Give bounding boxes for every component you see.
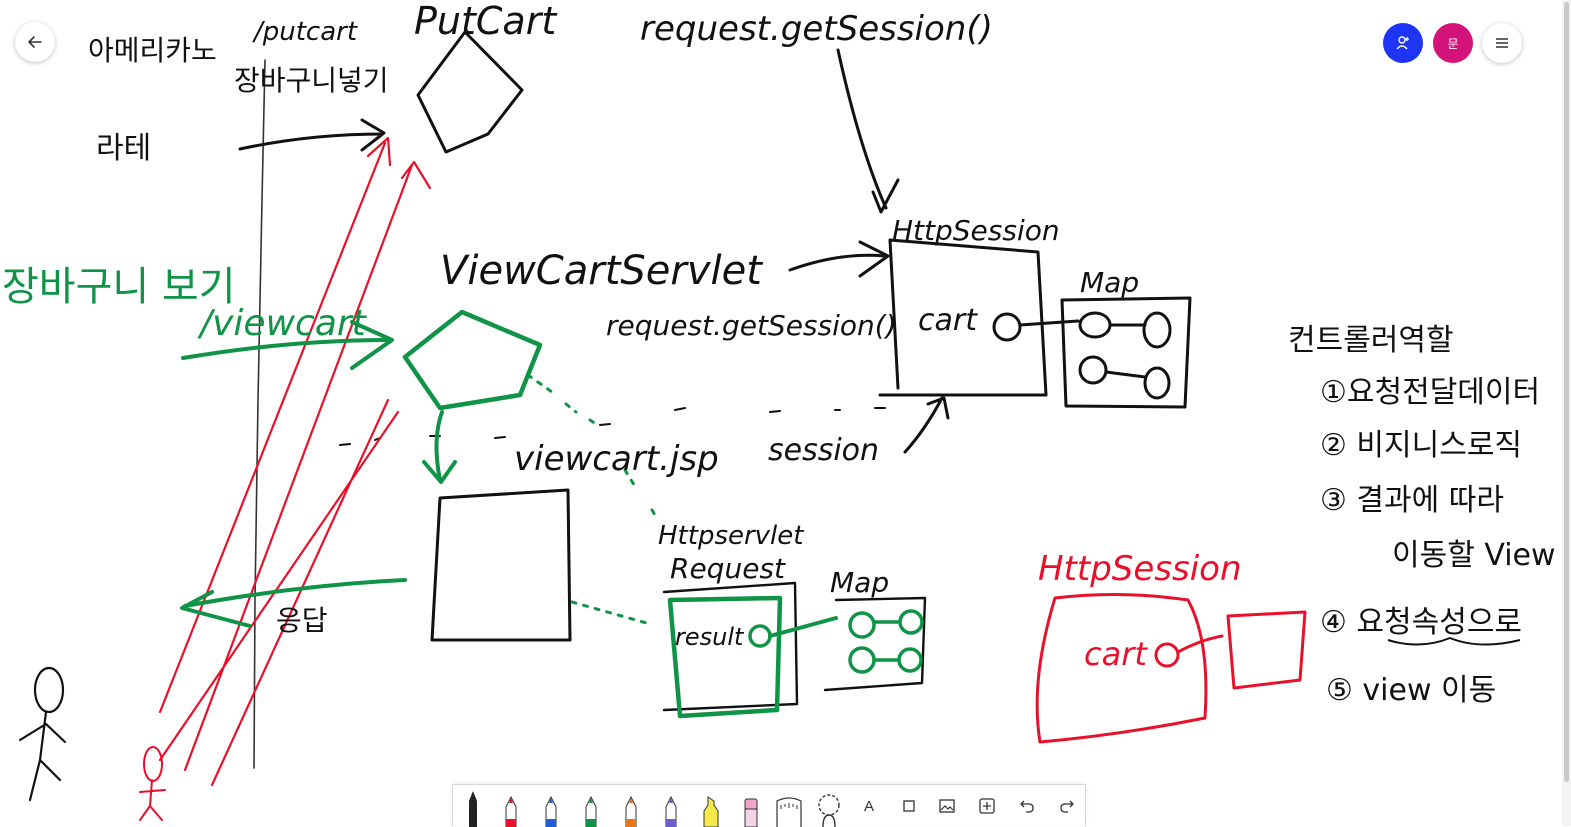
eraser-tool[interactable] [733, 785, 769, 827]
undo-tool[interactable] [1009, 785, 1045, 827]
pen-purple-tool[interactable] [653, 785, 689, 827]
label-viewcart-jsp: viewcart.jsp [514, 439, 719, 479]
result-box [667, 595, 783, 719]
request-arrow-red-1 [158, 136, 392, 714]
map-box-bottom [823, 596, 927, 692]
label-latte: 라테 [96, 131, 151, 166]
label-getsession-mid: request.getSession() [606, 309, 897, 342]
user-stick-figure-black [18, 666, 67, 802]
highlighter-tool[interactable] [693, 785, 729, 827]
hamburger-menu-icon [1496, 38, 1508, 48]
label-view-cart: 장바구니 보기 [2, 264, 236, 310]
text-icon: A [863, 797, 874, 815]
pen-icon [545, 795, 557, 827]
ruler-tool[interactable] [771, 785, 807, 827]
getsession-arrow-top [836, 48, 900, 214]
label-session: session [768, 433, 879, 468]
putcart-servlet-shape [416, 30, 524, 154]
request-arrow-red-3 [210, 398, 390, 787]
highlighter-icon [703, 796, 719, 827]
label-getsession-top: request.getSession() [640, 9, 993, 49]
label-ice-americano: 아메리카노 [88, 34, 217, 67]
timeline-line [253, 59, 266, 769]
green-dotted-link-1 [526, 373, 660, 522]
viewcart-arrow [181, 320, 394, 370]
add-icon [979, 798, 995, 814]
redo-icon [1060, 800, 1074, 813]
label-viewcart: /viewcart [197, 303, 368, 344]
image-tool[interactable] [929, 785, 965, 827]
pen-black-tool[interactable] [455, 785, 491, 827]
latte-arrow [238, 118, 386, 152]
shape-tool[interactable] [891, 785, 927, 827]
label-result: result [675, 623, 745, 651]
jsp-page-box [430, 488, 572, 642]
green-dotted-link-2 [570, 600, 652, 626]
text-tool[interactable]: A [851, 785, 887, 827]
session-arrow [903, 396, 950, 454]
viewcart-servlet-shape [402, 309, 543, 411]
label-viewcart-servlet: ViewCartServlet [440, 248, 763, 294]
pen-green-tool[interactable] [573, 785, 609, 827]
controller-role-1: ①요청전달데이터 [1320, 375, 1540, 410]
redo-tool[interactable] [1049, 785, 1085, 827]
pen-orange-tool[interactable] [613, 785, 649, 827]
forward-arrow [422, 410, 457, 484]
image-icon [939, 799, 955, 813]
undo-icon [1020, 800, 1034, 813]
controller-role-3b: 이동할 View [1392, 538, 1556, 573]
red-httpsession-box [1035, 592, 1208, 744]
lasso-tool[interactable] [811, 785, 847, 827]
controller-roles-title: 컨트롤러역할 [1288, 323, 1454, 358]
add-user-icon [1396, 36, 1409, 50]
request-arrow-red-4 [158, 410, 400, 762]
controller-role-4: ④ 요청속성으로 [1320, 605, 1522, 640]
pen-icon [469, 791, 477, 827]
eraser-icon [744, 798, 758, 827]
request-box-back [662, 581, 799, 712]
menu-button[interactable] [1482, 23, 1522, 63]
lasso-icon [818, 794, 840, 827]
pen-icon [625, 795, 637, 827]
label-response: 응답 [276, 604, 328, 637]
scrollbar-thumb[interactable] [1564, 2, 1569, 782]
back-button[interactable] [15, 22, 55, 62]
red-small-box [1226, 610, 1307, 690]
controller-role-5: ⑤ view 이동 [1326, 673, 1496, 708]
label-map-top: Map [1080, 266, 1139, 299]
response-arrow [180, 578, 407, 628]
pen-icon [585, 795, 597, 827]
label-add-to-cart: 장바구니넣기 [234, 64, 389, 97]
label-httpservlet: Httpservlet [658, 521, 804, 551]
label-putcart: PutCart [414, 0, 558, 43]
request-arrow-red-2 [183, 160, 432, 772]
cart-connector [992, 312, 1022, 342]
label-red-cart: cart [1084, 635, 1148, 673]
getsession-arrow-mid [788, 240, 890, 278]
label-request: Request [670, 552, 786, 585]
controller-role-3: ③ 결과에 따라 [1320, 483, 1504, 518]
ruler-icon [776, 797, 802, 827]
avatar[interactable]: 문 [1433, 23, 1473, 63]
controller-role-2: ② 비지니스로직 [1320, 428, 1522, 463]
label-putcart-path: /putcart [252, 17, 358, 47]
user-stick-figure-red [139, 746, 166, 821]
label-cart: cart [918, 303, 978, 338]
label-red-httpsession: HttpSession [1038, 549, 1242, 589]
pen-icon [665, 795, 677, 827]
map-box-top [1060, 296, 1192, 409]
arrow-left-icon [28, 36, 42, 48]
pen-icon [505, 795, 517, 827]
shape-icon [903, 800, 915, 812]
pen-red-tool[interactable] [493, 785, 529, 827]
label-map-bottom: Map [830, 566, 889, 599]
add-tool[interactable] [969, 785, 1005, 827]
label-httpsession: HttpSession [892, 214, 1060, 247]
pen-blue-tool[interactable] [533, 785, 569, 827]
drawing-toolbar: A [452, 784, 1086, 827]
add-user-button[interactable] [1383, 23, 1423, 63]
